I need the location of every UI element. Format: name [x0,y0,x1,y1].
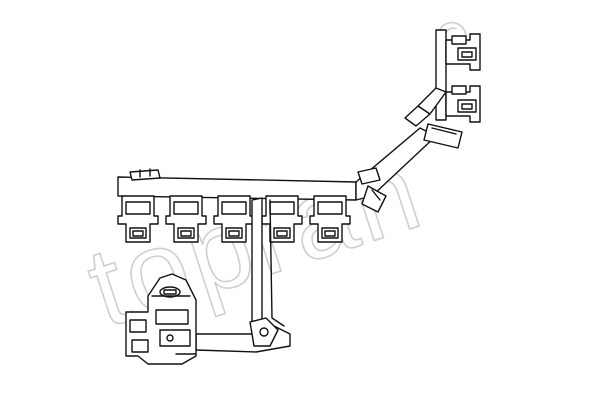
lower-branch-grommet [249,317,279,347]
harness-diagonal-branch [355,127,437,201]
top-connector-upper [445,33,481,71]
harness-vertical-riser [435,29,447,121]
coil-connector-1 [117,195,159,243]
angled-connector [423,123,463,149]
coil-connector-5 [309,195,351,243]
harness-clip [357,167,387,213]
top-connector-lower [445,85,481,123]
wiring-harness [117,29,481,365]
coil-connector-3 [213,195,255,243]
main-connector-housing [125,273,197,365]
harness-lower-branch [195,197,291,353]
coil-connector-2 [165,195,207,243]
